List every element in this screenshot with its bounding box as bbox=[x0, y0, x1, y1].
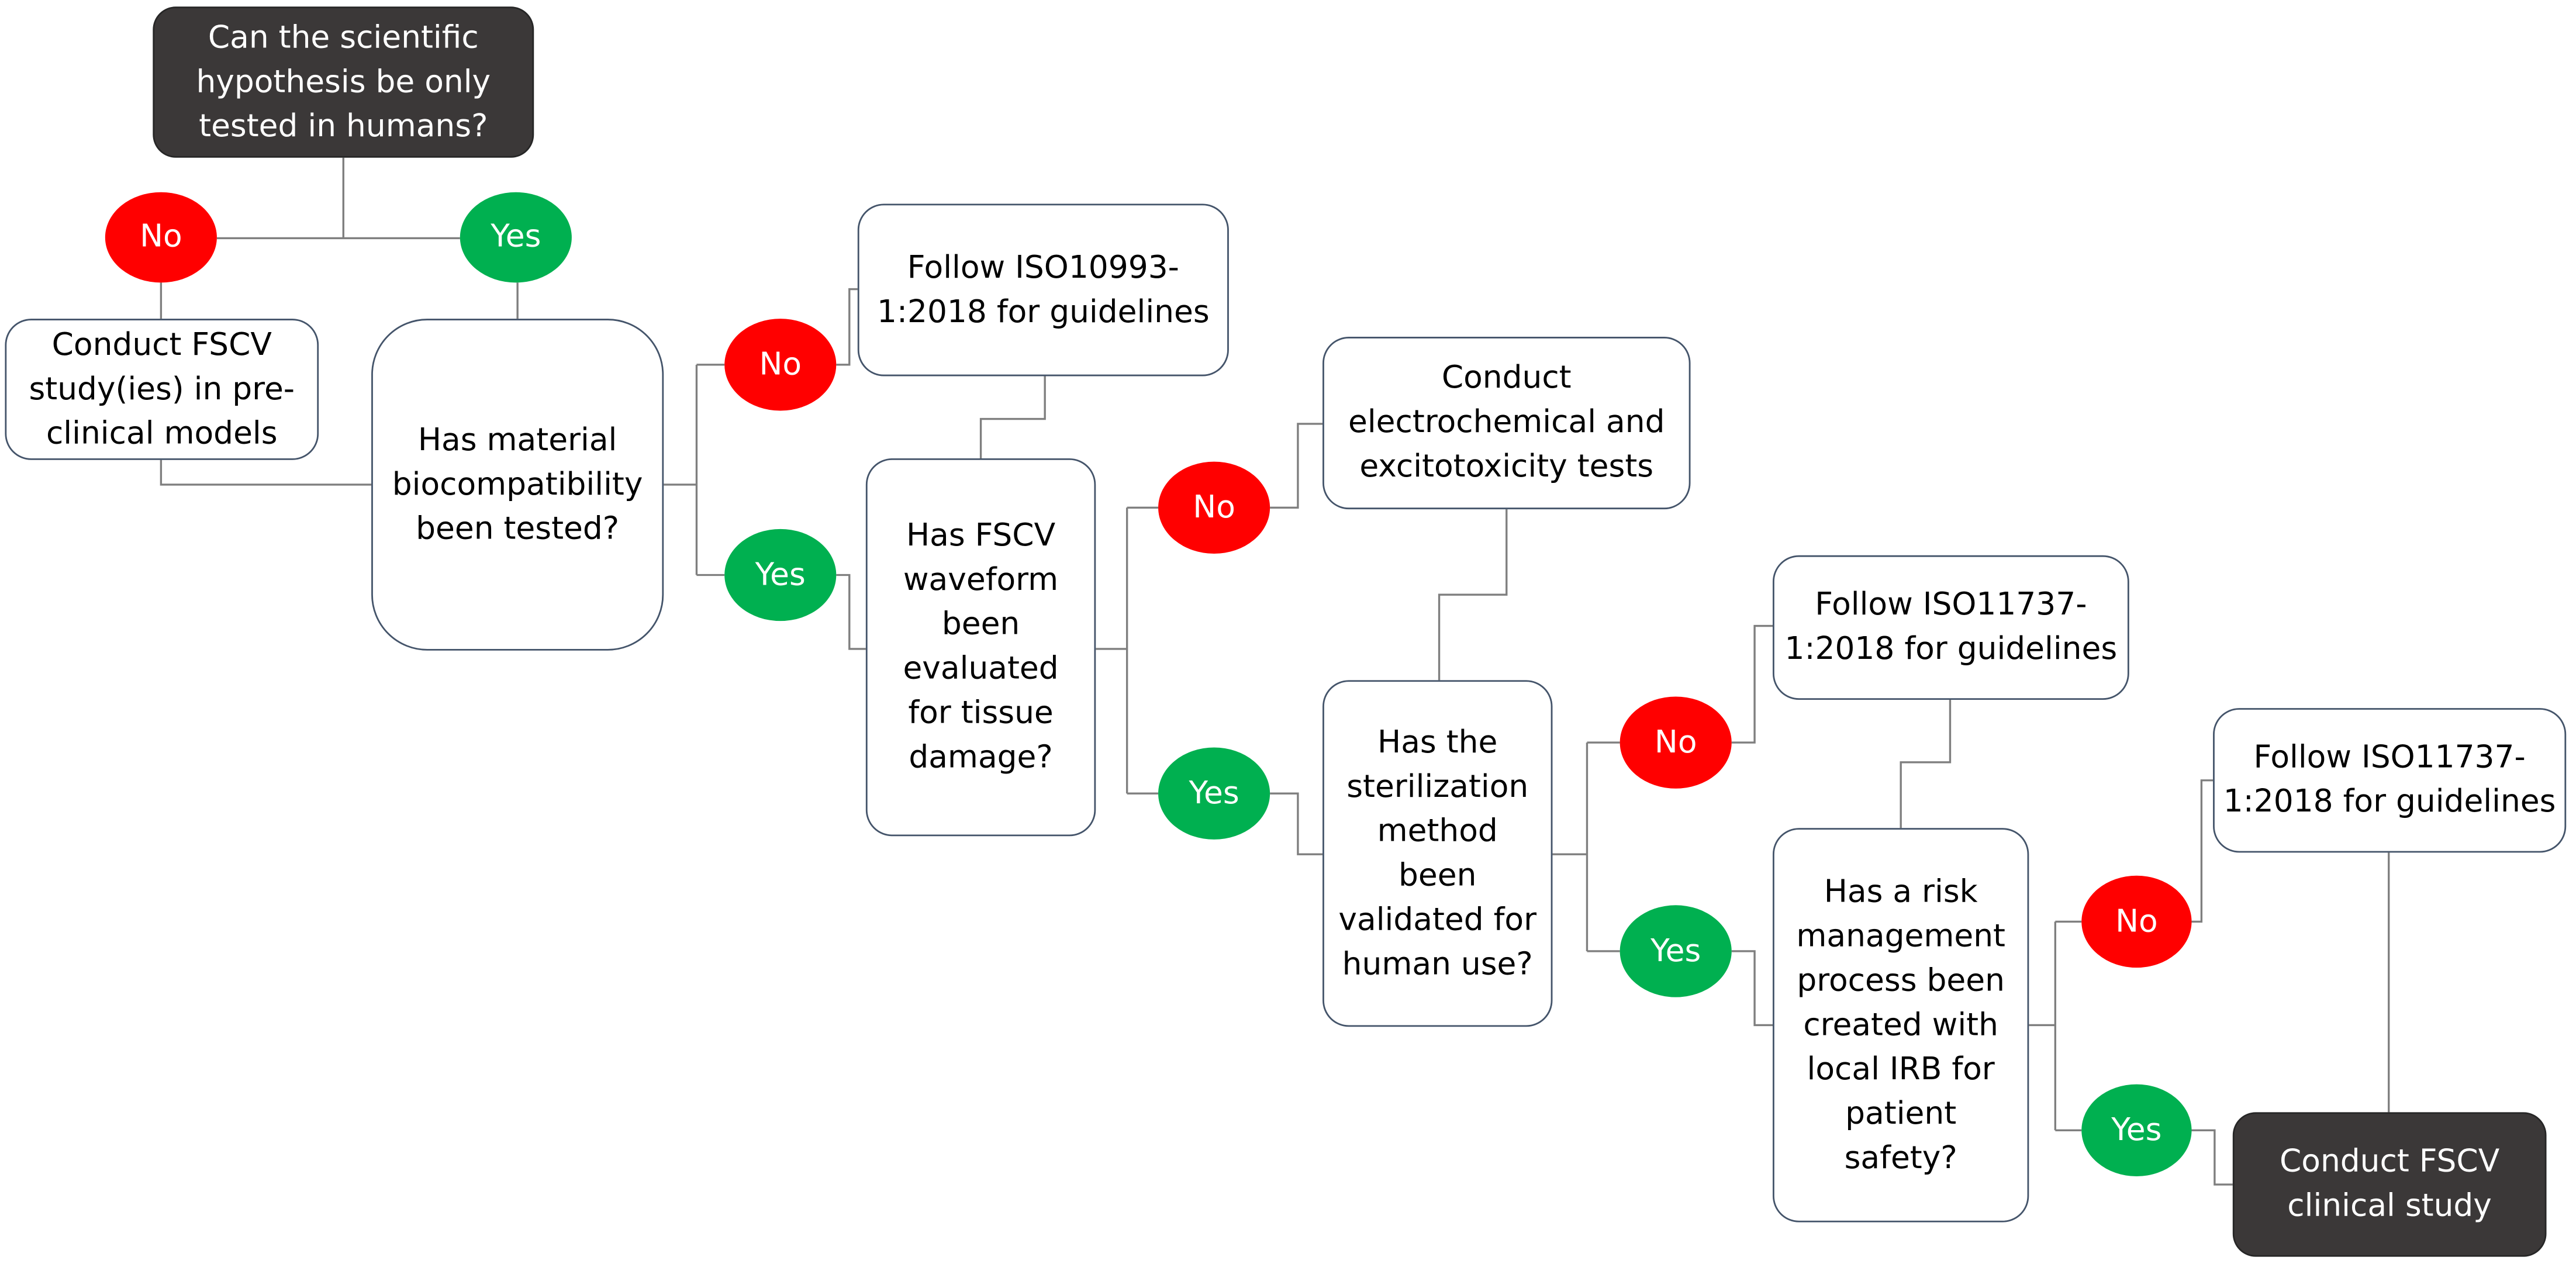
iso11737-text-2: Follow ISO11737- 1:2018 for guidelines bbox=[2223, 739, 2556, 820]
connector bbox=[979, 376, 1046, 458]
waveform-question-box: Has FSCV waveform been evaluated for tis… bbox=[865, 458, 1096, 837]
connector bbox=[1731, 950, 1773, 1027]
electrochemical-text: Conduct electrochemical and excitotoxici… bbox=[1348, 360, 1665, 485]
no-label: No bbox=[1193, 488, 1235, 525]
yes-label: Yes bbox=[1650, 932, 1701, 969]
connector bbox=[160, 460, 372, 486]
iso11737-box-1: Follow ISO11737- 1:2018 for guidelines bbox=[1772, 555, 2129, 700]
risk-management-question-box: Has a risk management process been creat… bbox=[1772, 828, 2029, 1222]
yes-badge: Yes bbox=[1158, 747, 1270, 840]
no-label: No bbox=[140, 218, 182, 255]
yes-badge: Yes bbox=[724, 529, 837, 621]
start-question-box: Can the scientific hypothesis be only te… bbox=[153, 6, 534, 158]
start-question-text: Can the scientific hypothesis be only te… bbox=[196, 19, 491, 144]
connector bbox=[1270, 423, 1323, 509]
no-badge: No bbox=[724, 319, 837, 411]
iso11737-box-2: Follow ISO11737- 1:2018 for guidelines bbox=[2213, 708, 2567, 853]
connector bbox=[1731, 624, 1773, 744]
risk-management-question-text: Has a risk management process been creat… bbox=[1796, 873, 2005, 1176]
connector bbox=[1270, 792, 1323, 855]
yes-badge: Yes bbox=[2081, 1084, 2192, 1176]
yes-label: Yes bbox=[1189, 774, 1239, 811]
iso11737-text-1: Follow ISO11737- 1:2018 for guidelines bbox=[1784, 586, 2118, 667]
connector bbox=[836, 574, 866, 650]
no-label: No bbox=[2115, 903, 2158, 939]
connector bbox=[1438, 509, 1508, 681]
no-label: No bbox=[1654, 723, 1697, 760]
biocompatibility-question-text: Has material biocompatibility been teste… bbox=[392, 421, 643, 547]
sterilization-question-text: Has the sterilization method been valida… bbox=[1338, 723, 1537, 982]
yes-label: Yes bbox=[491, 218, 541, 255]
waveform-question-text: Has FSCV waveform been evaluated for tis… bbox=[903, 517, 1059, 776]
no-badge: No bbox=[1620, 696, 1732, 789]
clinical-study-text: Conduct FSCV clinical study bbox=[2280, 1143, 2500, 1224]
preclinical-box: Conduct FSCV study(ies) in pre- clinical… bbox=[5, 319, 319, 460]
iso10993-box: Follow ISO10993- 1:2018 for guidelines bbox=[857, 203, 1229, 377]
connector bbox=[1900, 700, 1952, 828]
yes-badge: Yes bbox=[1620, 905, 1732, 997]
electrochemical-box: Conduct electrochemical and excitotoxici… bbox=[1322, 337, 1691, 510]
preclinical-text: Conduct FSCV study(ies) in pre- clinical… bbox=[29, 326, 295, 451]
iso10993-text: Follow ISO10993- 1:2018 for guidelines bbox=[877, 248, 1210, 330]
connector bbox=[836, 288, 858, 366]
connector bbox=[2191, 1129, 2233, 1186]
clinical-study-box: Conduct FSCV clinical study bbox=[2232, 1112, 2547, 1257]
yes-label: Yes bbox=[2111, 1111, 2162, 1148]
no-badge: No bbox=[2081, 875, 2192, 968]
connector bbox=[2191, 779, 2214, 923]
no-badge: No bbox=[1158, 461, 1270, 554]
sterilization-question-box: Has the sterilization method been valida… bbox=[1322, 680, 1553, 1027]
no-label: No bbox=[759, 346, 802, 382]
yes-badge: Yes bbox=[460, 192, 572, 283]
no-badge: No bbox=[105, 192, 217, 283]
yes-label: Yes bbox=[755, 556, 806, 593]
biocompatibility-question-box: Has material biocompatibility been teste… bbox=[371, 319, 664, 651]
